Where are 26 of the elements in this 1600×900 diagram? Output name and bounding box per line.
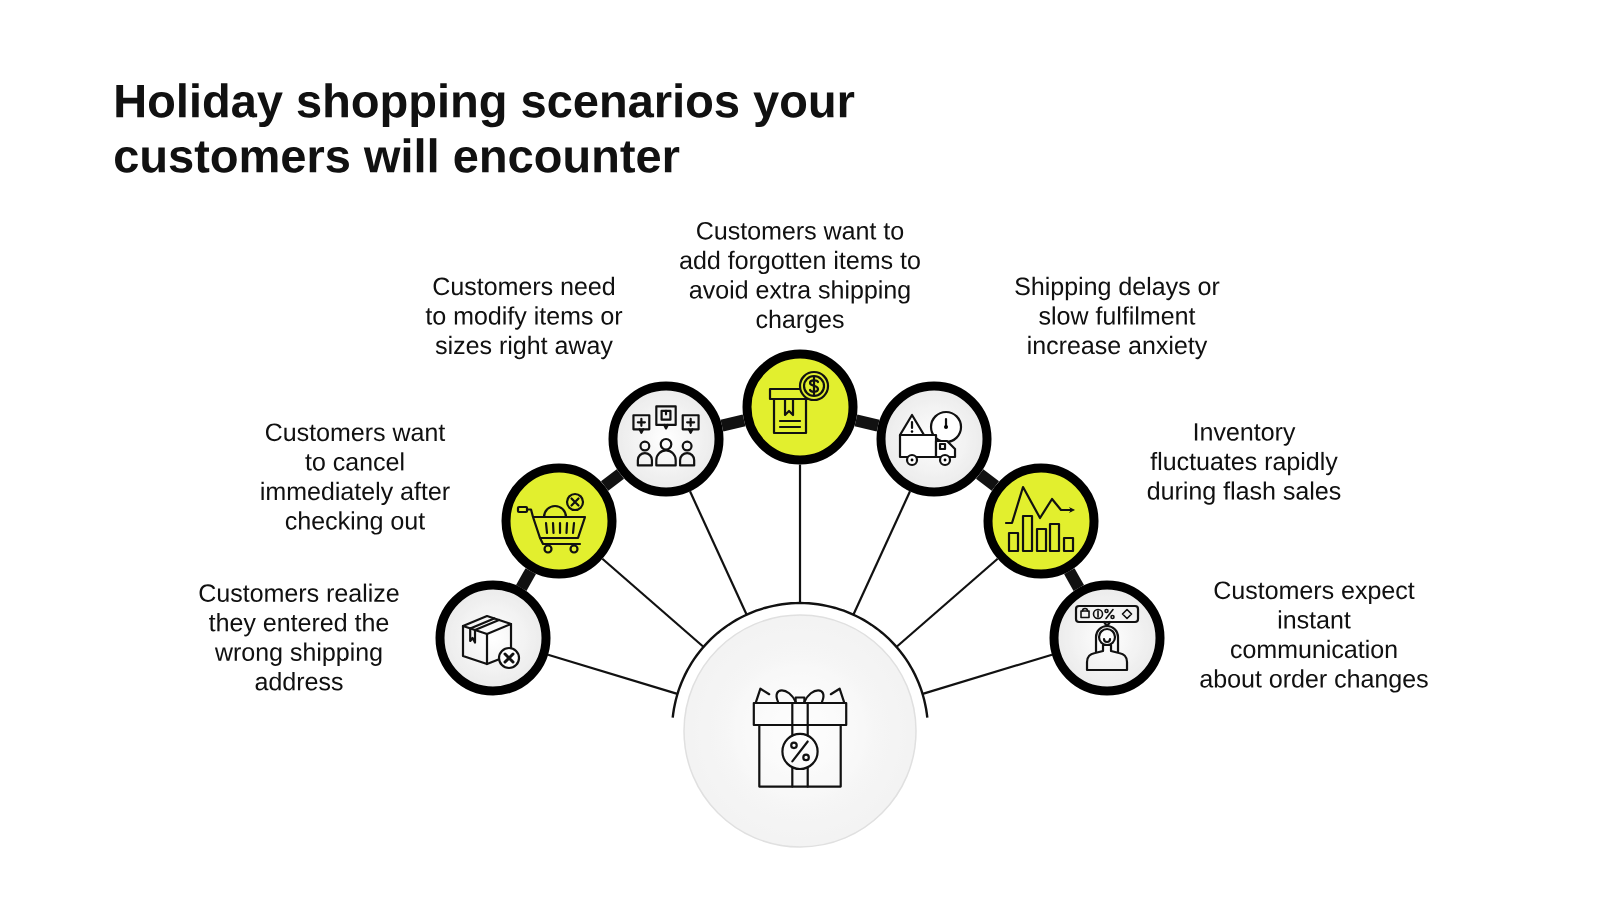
description-text: Customers need to modify items or sizes right away	[425, 276, 623, 360]
link-bar	[854, 414, 880, 432]
icon-circle	[1049, 580, 1165, 696]
description-text: Inventory fluctuates rapidly during flash sales	[1147, 423, 1341, 505]
icon-circle	[876, 381, 992, 497]
link-bar	[1064, 568, 1084, 591]
description-text: Shipping delays or slow fulfilment increase anxiety	[1015, 276, 1220, 360]
link-bar	[601, 469, 625, 491]
link-bar	[976, 469, 1000, 491]
icon-circle	[435, 580, 551, 696]
link-bar	[720, 414, 746, 432]
connector-line	[895, 557, 999, 648]
icon-circle	[608, 381, 724, 497]
connector-line	[798, 464, 802, 603]
connector-line	[852, 490, 912, 615]
connector-line	[547, 653, 678, 695]
center-circle	[671, 601, 929, 848]
connector-line	[601, 557, 705, 648]
description-text: Customers want to add forgotten items to avoid extra shipping charges	[680, 221, 920, 334]
connector-line	[922, 653, 1053, 695]
connector-line	[689, 490, 748, 615]
description-text: Customers expect instant communication about order changes	[1200, 581, 1428, 693]
title: Holiday shopping scenarios your customers will encounter	[115, 83, 855, 173]
description-text: Customers realize they entered the wrong shipping address	[199, 583, 399, 691]
link-bar	[516, 568, 536, 591]
description-text: Customers want to cancel immediately after checking out	[261, 423, 450, 535]
